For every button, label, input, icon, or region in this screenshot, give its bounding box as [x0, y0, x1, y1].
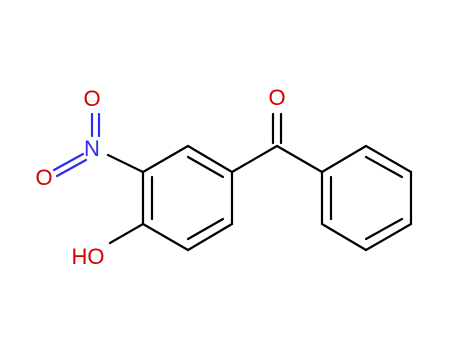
ring-bond	[364, 144, 413, 174]
nitro-group: N O O	[35, 86, 145, 190]
ring-bond	[141, 222, 190, 252]
carbonyl-oxygen-label: O	[268, 85, 285, 110]
nitro-nitrogen-label: N	[84, 136, 100, 161]
ring-bond	[320, 222, 368, 252]
nitro-oxygen-top-label: O	[83, 86, 100, 111]
ring-bond	[186, 144, 234, 174]
n-o-left-bond	[55, 158, 88, 178]
ring-bond	[364, 222, 413, 252]
ring-bond	[186, 222, 234, 252]
c-o-bond	[108, 222, 145, 245]
ring-double-bond	[186, 217, 225, 241]
hydroxyl-label: HO	[72, 244, 105, 269]
bridge-bond	[275, 144, 324, 174]
hydroxyl-group: HO	[72, 222, 145, 269]
ring-bond	[320, 144, 368, 174]
phenyl-ring	[320, 144, 413, 252]
phenol-ring	[141, 144, 234, 252]
ring-double-bond	[186, 155, 225, 179]
ring-double-bond	[364, 155, 404, 179]
c-n-bond	[106, 153, 145, 174]
ring-double-bond	[364, 217, 404, 241]
ring-bond	[141, 144, 190, 174]
nitro-oxygen-left-label: O	[35, 165, 52, 190]
bridge-bond	[230, 144, 279, 174]
carbonyl-group: O	[230, 85, 324, 174]
n-o-left-bond	[52, 152, 85, 172]
